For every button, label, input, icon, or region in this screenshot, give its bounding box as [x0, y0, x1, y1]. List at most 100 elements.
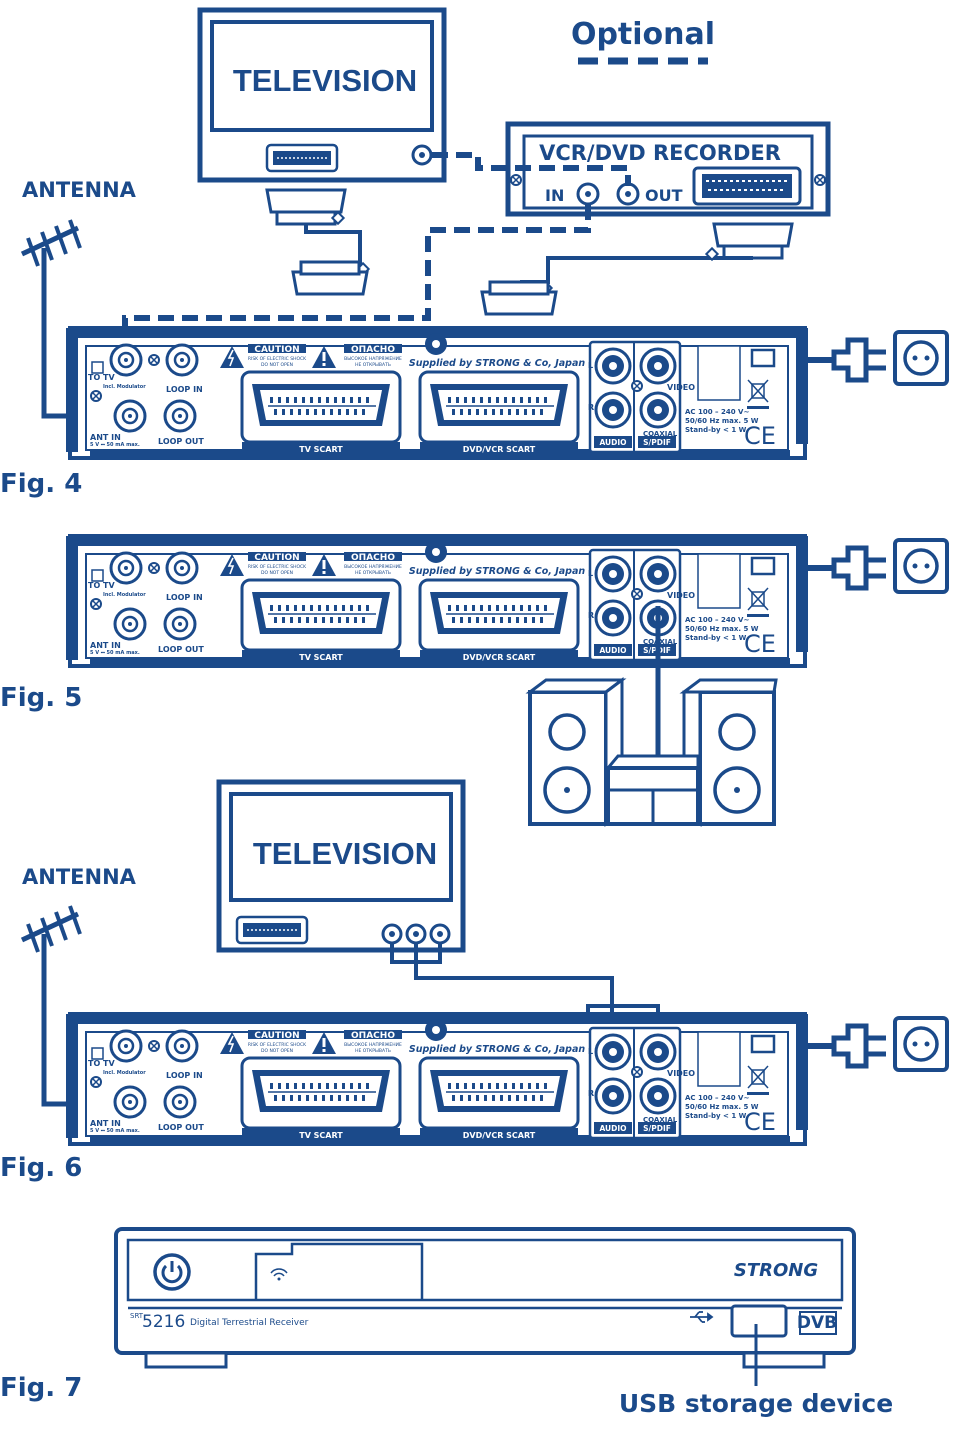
loop-in-socket[interactable]: [165, 551, 199, 585]
opasno-subtext-2: НЕ ОТКРЫВАТЬ: [355, 362, 391, 368]
ant-in-socket[interactable]: [113, 399, 147, 433]
power-button[interactable]: [153, 1253, 191, 1291]
receiver-front-panel: STRONG SRT 5216 Digital Terrestrial Rece…: [114, 1227, 856, 1369]
antenna-icon: [22, 906, 80, 952]
ant-spec-label: 5 V ⎓ 50 mA max.: [90, 442, 140, 448]
caution-subtext-2: DO NOT OPEN: [261, 1048, 293, 1054]
weee-bin-icon: [747, 1065, 769, 1089]
audio-label: AUDIO: [599, 646, 626, 655]
audio-l-socket[interactable]: [594, 555, 632, 593]
dvd-vcr-scart-label: DVD/VCR SCART: [463, 445, 536, 454]
video-label: VIDEO: [667, 591, 695, 600]
ant-in-socket[interactable]: [113, 1085, 147, 1119]
optional-rf-cable-to-tv: [432, 152, 631, 186]
antenna-label: ANTENNA: [22, 178, 137, 202]
tv-rca-inputs: [381, 923, 451, 945]
tv-scart-port[interactable]: [242, 580, 400, 662]
loop-out-socket[interactable]: [163, 607, 197, 641]
antenna-icon: [22, 220, 80, 266]
video-socket[interactable]: [639, 347, 677, 385]
weee-bin-icon: [747, 587, 769, 611]
power-spec-2: 50/60 Hz max. 5 W: [685, 417, 759, 425]
loop-in-label: LOOP IN: [166, 593, 203, 602]
loop-out-socket[interactable]: [163, 1085, 197, 1119]
audio-r-label: R: [588, 611, 594, 620]
model-prefix: SRT: [130, 1312, 144, 1320]
coaxial-label: COAXIAL: [643, 1116, 678, 1124]
ce-mark: CE: [744, 630, 776, 658]
video-socket[interactable]: [639, 555, 677, 593]
audio-r-socket[interactable]: [594, 1077, 632, 1115]
model-description: Digital Terrestrial Receiver: [190, 1318, 309, 1328]
recorder-in-label: IN: [545, 186, 564, 205]
audio-r-label: R: [588, 1089, 594, 1098]
incl-modulator-label: Incl. Modulator: [103, 592, 146, 598]
to-tv-socket[interactable]: [109, 343, 143, 377]
power-icon: [161, 1264, 183, 1284]
ant-in-label: ANT IN: [90, 433, 121, 442]
power-spec-1: AC 100 – 240 V~: [685, 408, 749, 416]
loop-out-socket[interactable]: [163, 399, 197, 433]
dvd-vcr-scart-port[interactable]: [420, 580, 578, 662]
audio-l-socket[interactable]: [594, 1033, 632, 1071]
incl-modulator-label: Incl. Modulator: [103, 1070, 146, 1076]
power-spec-2: 50/60 Hz max. 5 W: [685, 1103, 759, 1111]
audio-r-socket[interactable]: [594, 599, 632, 637]
coaxial-spdif-socket[interactable]: [639, 1077, 677, 1115]
loop-out-label: LOOP OUT: [158, 1123, 204, 1132]
power-inlet[interactable]: [750, 556, 776, 576]
caution-subtext-2: DO NOT OPEN: [261, 570, 293, 576]
caution-subtext-2: DO NOT OPEN: [261, 362, 293, 368]
ant-spec-label: 5 V ⎓ 50 mA max.: [90, 650, 140, 656]
ant-in-socket[interactable]: [113, 607, 147, 641]
tv-scart-port[interactable]: [242, 1058, 400, 1140]
audio-r-socket[interactable]: [594, 391, 632, 429]
power-spec-1: AC 100 – 240 V~: [685, 616, 749, 624]
loop-in-socket[interactable]: [165, 343, 199, 377]
caution-subtext-1: RISK OF ELECTRIC SHOCK: [248, 564, 307, 570]
figure-4: Optional TELEVISION ANTENNA VCR/DVD RECO…: [0, 7, 949, 499]
audio-l-socket[interactable]: [594, 347, 632, 385]
loop-in-socket[interactable]: [165, 1029, 199, 1063]
tv-scart-label: TV SCART: [299, 1131, 343, 1140]
dvd-vcr-scart-port[interactable]: [420, 1058, 578, 1140]
power-spec-3: Stand-by < 1 W: [685, 634, 747, 642]
power-spec-1: AC 100 – 240 V~: [685, 1094, 749, 1102]
audio-l-label: L: [588, 569, 593, 578]
power-spec-3: Stand-by < 1 W: [685, 1112, 747, 1120]
to-tv-label: TO TV: [88, 581, 116, 590]
figure-7-label: Fig. 7: [0, 1373, 82, 1403]
receiver-rear-fig5: TO TV Incl. Modulator LOOP IN ANT IN 5 V…: [66, 534, 808, 668]
spdif-label: S/PDIF: [643, 438, 671, 447]
tv-scart-port[interactable]: [242, 372, 400, 454]
ant-spec-label: 5 V ⎓ 50 mA max.: [90, 1128, 140, 1134]
power-inlet[interactable]: [750, 1034, 776, 1054]
audio-l-label: L: [588, 1047, 593, 1056]
receiver-rear-fig6: TO TV Incl. Modulator LOOP IN ANT IN 5 V…: [66, 1012, 808, 1146]
figure-4-label: Fig. 4: [0, 469, 82, 499]
figure-5: TO TV Incl. Modulator LOOP IN ANT IN 5 V…: [0, 534, 949, 827]
coaxial-spdif-socket[interactable]: [639, 391, 677, 429]
to-tv-label: TO TV: [88, 1059, 116, 1068]
weee-bin-icon: [747, 379, 769, 403]
usb-port[interactable]: [730, 1304, 788, 1338]
to-tv-socket[interactable]: [109, 551, 143, 585]
caution-label: CAUTION: [254, 553, 299, 563]
figure-6: TELEVISION ANTENNA TO TV Incl. Modulator: [0, 779, 949, 1183]
to-tv-socket[interactable]: [109, 1029, 143, 1063]
television-fig6: TELEVISION: [216, 779, 466, 953]
optional-legend-label: Optional: [571, 17, 715, 52]
ant-in-label: ANT IN: [90, 1119, 121, 1128]
loop-in-label: LOOP IN: [166, 1071, 203, 1080]
audio-r-label: R: [588, 403, 594, 412]
caution-subtext-1: RISK OF ELECTRIC SHOCK: [248, 1042, 307, 1048]
power-inlet[interactable]: [750, 348, 776, 368]
coaxial-label: COAXIAL: [643, 430, 678, 438]
dvb-logo: DVB: [797, 1313, 837, 1333]
dvd-vcr-scart-label: DVD/VCR SCART: [463, 653, 536, 662]
recorder-out-socket: [616, 182, 640, 206]
supplied-by-label: Supplied by STRONG & Co, Japan: [409, 1044, 586, 1055]
dvd-vcr-scart-port[interactable]: [420, 372, 578, 454]
video-socket[interactable]: [639, 1033, 677, 1071]
